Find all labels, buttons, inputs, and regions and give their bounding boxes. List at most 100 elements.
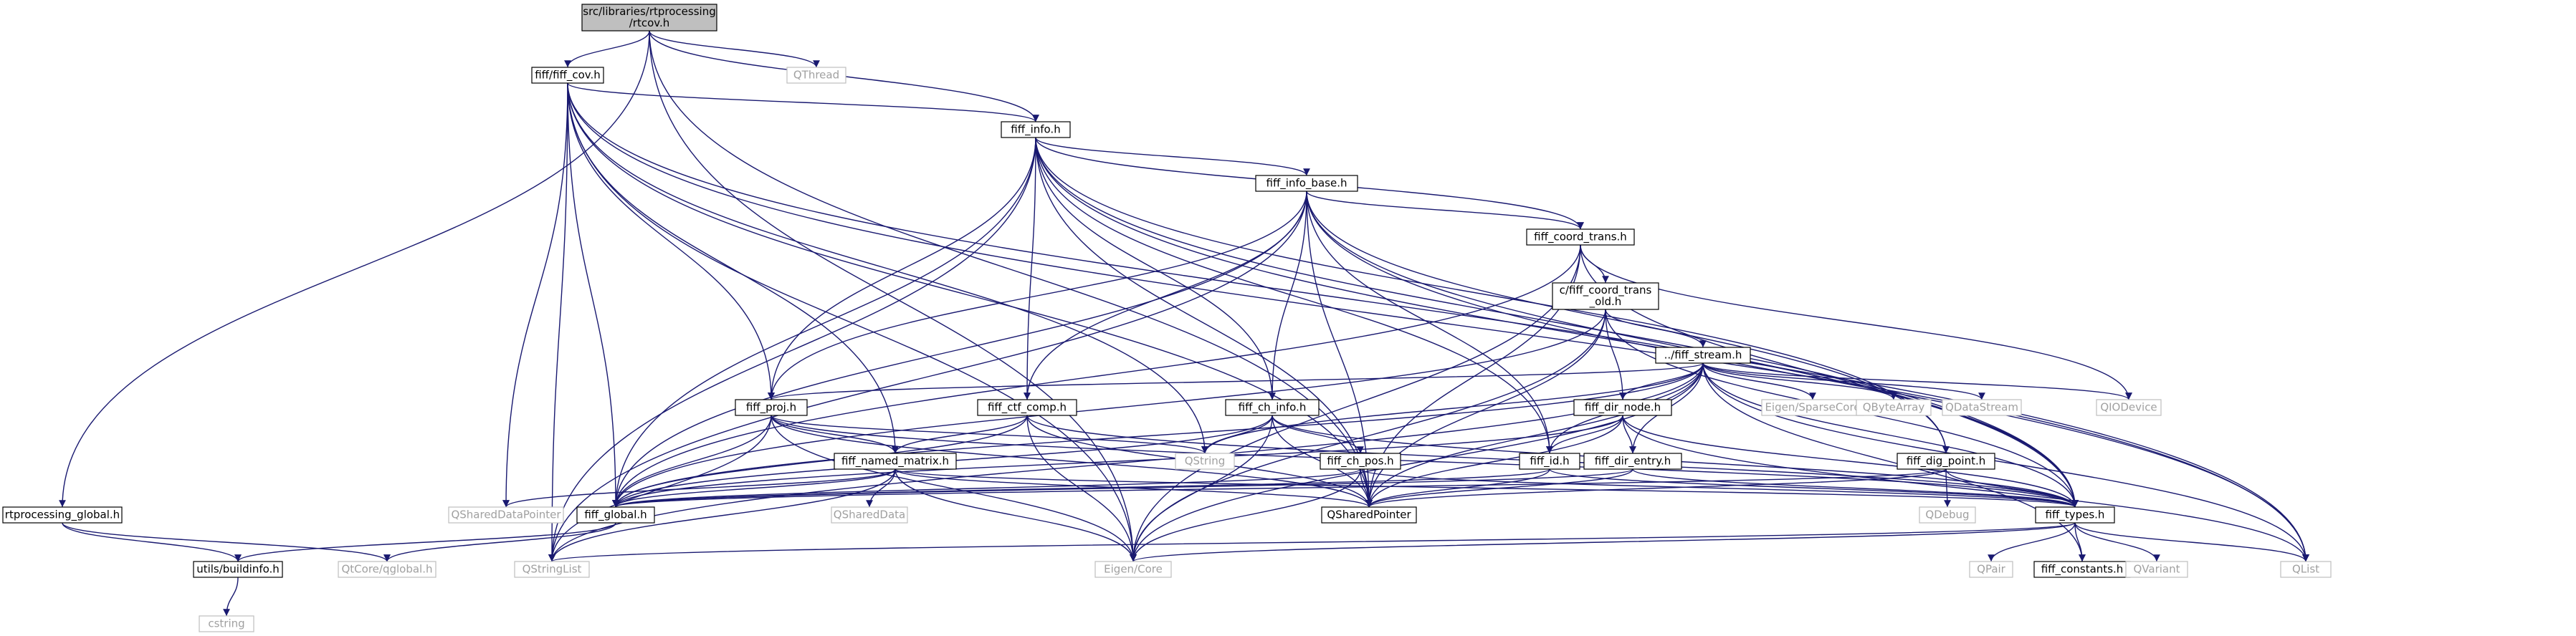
edge-fiff_cov-to-fiff_types — [567, 82, 2079, 508]
edge-fiff_types-to-fiff_constants — [2074, 522, 2086, 562]
edge-fiff_stream-to-fiff_proj — [768, 362, 1704, 400]
edge-fiff_types-to-qpair — [1988, 522, 2076, 562]
edge-fiff_info_base-to-fiff_coord_trans — [1306, 191, 1584, 230]
edge-fiff_dir_entry-to-qsharedpointer — [1365, 468, 1633, 508]
node-box — [581, 4, 717, 32]
edge-fiff_proj-to-fiff_named_matrix — [771, 415, 899, 454]
edge-fiff_named_matrix-to-fiff_global — [612, 468, 896, 508]
node-utils-buildinfo[interactable]: utils/buildinfo.h — [193, 561, 283, 578]
node-fiff-dir-entry[interactable]: fiff_dir_entry.h — [1583, 453, 1682, 470]
node-box — [576, 506, 655, 524]
node-label: fiff_info.h — [1011, 123, 1060, 137]
edge-fiff_dir_entry-to-fiff_global — [612, 468, 1633, 508]
edge-fiff_cov-to-fiff_info — [567, 82, 1039, 122]
edge-fiff_stream-to-qlist — [1702, 362, 2309, 562]
edge-fiff_named_matrix-to-fiff_types — [895, 468, 2079, 508]
node-box — [199, 615, 254, 632]
node-box — [1897, 453, 1995, 470]
node-box — [786, 67, 846, 84]
node-label: fiff_id.h — [1530, 455, 1569, 468]
edge-fiff_dir_node-to-qlist — [1622, 415, 2309, 562]
node-fiff-id[interactable]: fiff_id.h — [1519, 453, 1580, 470]
node-fiff-info-base[interactable]: fiff_info_base.h — [1255, 175, 1358, 192]
node-label: fiff_proj.h — [746, 401, 796, 415]
node-box — [2096, 399, 2162, 416]
edge-fiff_global-to-qtcore_qglobal — [383, 522, 616, 562]
node-cstring: cstring — [199, 615, 254, 632]
edge-fiff_stream-to-fiff_types — [1702, 362, 2079, 508]
node-label: /rtcov.h — [629, 16, 670, 29]
node-label: src/libraries/rtprocessing — [583, 5, 716, 18]
node-qlist: QList — [2280, 561, 2332, 578]
node-qsharedpointer[interactable]: QSharedPointer — [1321, 506, 1417, 524]
node-qshareddatapointer: QSharedDataPointer — [448, 506, 564, 524]
node-box — [834, 453, 957, 470]
node-box — [1320, 453, 1401, 470]
node-label: fiff_dir_node.h — [1585, 401, 1661, 415]
edge-fiff_types-to-qstringlist — [548, 522, 2076, 562]
node-fiff-named-matrix[interactable]: fiff_named_matrix.h — [834, 453, 957, 470]
node-fiff-info[interactable]: fiff_info.h — [1001, 121, 1071, 138]
edge-fiff_info_base-to-fiff_ch_info — [1269, 191, 1307, 400]
node-qvariant: QVariant — [2125, 561, 2188, 578]
node-box — [1573, 399, 1672, 416]
node-label: ../fiff_stream.h — [1664, 349, 1742, 362]
edge-fiff_info-to-fiff_types — [1035, 137, 2079, 508]
edge-root-to-qthread — [649, 30, 820, 68]
node-box — [1942, 399, 2022, 416]
node-fiff-proj[interactable]: fiff_proj.h — [735, 399, 808, 416]
edge-fiff_proj-to-fiff_global — [612, 415, 772, 508]
node-fiff-constants[interactable]: fiff_constants.h — [2033, 561, 2131, 578]
node-label: QSharedDataPointer — [451, 509, 561, 521]
edge-fiff_info-to-fiff_id — [1035, 137, 1553, 454]
node-label: fiff_info_base.h — [1266, 177, 1347, 191]
node-fiff-ctf-comp[interactable]: fiff_ctf_comp.h — [977, 399, 1077, 416]
node-root[interactable]: src/libraries/rtprocessing/rtcov.h — [581, 4, 717, 32]
node-fiff-ch-info[interactable]: fiff_ch_info.h — [1225, 399, 1320, 416]
edge-fiff_proj-to-qsharedpointer — [771, 415, 1373, 508]
node-label: QDebug — [1925, 509, 1969, 521]
node-label: QByteArray — [1863, 401, 1925, 414]
edge-fiff_cov-to-fiff_global — [567, 82, 619, 508]
node-fiff-dig-point[interactable]: fiff_dig_point.h — [1897, 453, 1995, 470]
node-label: fiff_constants.h — [2041, 563, 2124, 577]
node-qstring: QString — [1175, 453, 1235, 470]
node-label: fiff_types.h — [2046, 509, 2105, 522]
node-fiff-types[interactable]: fiff_types.h — [2035, 506, 2115, 524]
node-label: QVariant — [2133, 563, 2180, 576]
node-label: QDataStream — [1945, 401, 2018, 414]
node-box — [1969, 561, 2013, 578]
node-rtproc-global[interactable]: rtprocessing_global.h — [2, 506, 123, 524]
node-box — [977, 399, 1077, 416]
node-qshareddata: QSharedData — [831, 506, 908, 524]
node-fiff-stream[interactable]: ../fiff_stream.h — [1655, 347, 1751, 364]
node-label: QIODevice — [2100, 401, 2157, 414]
node-qdebug: QDebug — [1919, 506, 1976, 524]
node-box — [531, 67, 604, 84]
edge-utils_buildinfo-to-cstring — [223, 577, 239, 617]
node-label: utils/buildinfo.h — [196, 563, 280, 576]
edge-fiff_dig_point-to-qsharedpointer — [1365, 468, 1947, 508]
edge-fiff_ch_info-to-qstring — [1201, 415, 1273, 454]
node-box — [1001, 121, 1071, 138]
node-fiff-global[interactable]: fiff_global.h — [576, 506, 655, 524]
node-label: fiff_ch_info.h — [1239, 401, 1307, 415]
node-fiff-cov[interactable]: fiff/fiff_cov.h — [531, 67, 604, 84]
node-c-fiff-coord-trans-old[interactable]: c/fiff_coord_trans_old.h — [1552, 282, 1659, 310]
edge-fiff_ctf_comp-to-fiff_named_matrix — [892, 415, 1028, 454]
node-fiff-ch-pos[interactable]: fiff_ch_pos.h — [1320, 453, 1401, 470]
edge-c_fiff_coord_trans_old-to-qsharedpointer — [1365, 309, 1606, 508]
node-layer: src/libraries/rtprocessing/rtcov.h fiff/f… — [2, 4, 2332, 632]
node-label: fiff_global.h — [584, 509, 647, 522]
node-label: fiff_ctf_comp.h — [988, 401, 1067, 415]
node-box — [1225, 399, 1320, 416]
node-box — [338, 561, 437, 578]
node-label: fiff_dir_entry.h — [1595, 455, 1671, 468]
node-label: QString — [1185, 455, 1226, 468]
edge-fiff_stream-to-qbytearray — [1702, 362, 1897, 400]
node-label: fiff_coord_trans.h — [1534, 231, 1627, 244]
edge-fiff_dig_point-to-qdebug — [1944, 468, 1951, 508]
node-fiff-coord-trans[interactable]: fiff_coord_trans.h — [1526, 228, 1635, 246]
node-fiff-dir-node[interactable]: fiff_dir_node.h — [1573, 399, 1672, 416]
